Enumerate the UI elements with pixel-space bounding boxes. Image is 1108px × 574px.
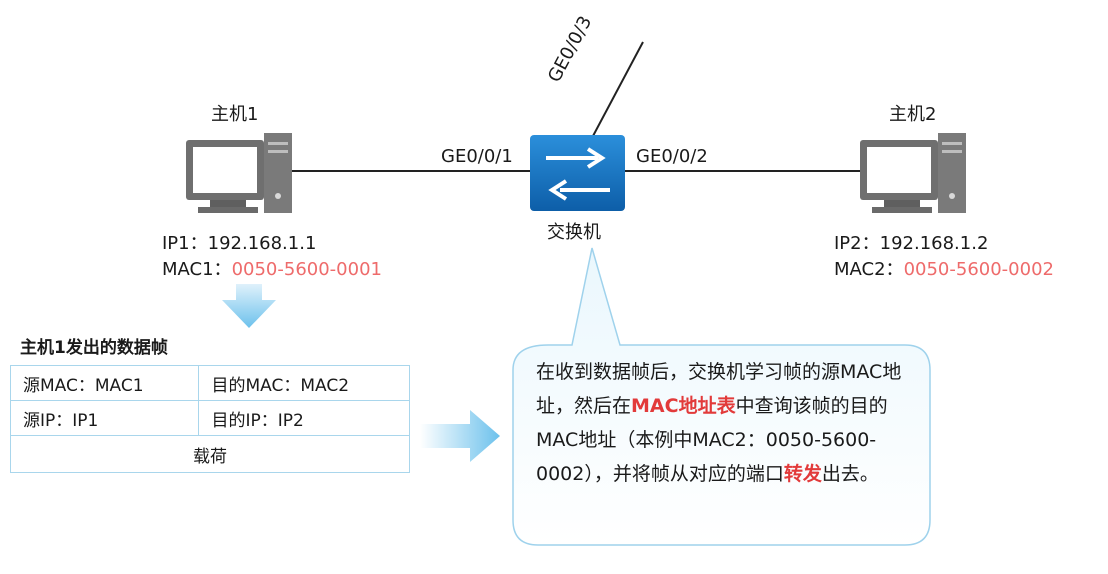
dst-mac-cell: 目的MAC：MAC2 (198, 365, 410, 401)
callout-text-2: 中查询该帧的目的MAC地址（本例中MAC2：0050-5600-0002），并将… (536, 395, 888, 485)
host1-name: 主机1 (211, 104, 259, 125)
host2-ip-label: IP2： (834, 233, 880, 254)
host2-name: 主机2 (889, 104, 937, 125)
callout-bubble (512, 247, 931, 546)
table-row: 载荷 (10, 435, 410, 473)
host2-mac: MAC2：0050-5600-0002 (834, 255, 1054, 281)
down-arrow-icon (222, 284, 276, 328)
table-row: 源IP：IP1 目的IP：IP2 (9, 400, 410, 436)
host1-mac-label: MAC1： (162, 259, 232, 280)
port-ge001-label: GE0/0/1 (441, 146, 513, 167)
callout-text-1: 在收到数据帧后，交换机学习帧的源MAC地址，然后在 (536, 361, 902, 417)
callout-highlight-mac-table: MAC地址表 (631, 395, 736, 417)
host1-computer-icon (186, 133, 292, 213)
frame-title: 主机1发出的数据帧 (20, 338, 168, 358)
dst-ip-cell: 目的IP：IP2 (198, 400, 410, 436)
switch-name: 交换机 (547, 222, 601, 243)
right-arrow-icon (420, 410, 500, 462)
port-ge002-label: GE0/0/2 (636, 146, 708, 167)
src-ip-cell: 源IP：IP1 (9, 400, 200, 436)
src-mac-cell: 源MAC：MAC1 (9, 365, 200, 401)
callout-highlight-forward: 转发 (783, 463, 822, 485)
data-frame-table: 源MAC：MAC1 目的MAC：MAC2 源IP：IP1 目的IP：IP2 载荷 (9, 365, 410, 473)
host2-ip-value: 192.168.1.2 (879, 233, 989, 254)
host1-ip: IP1：192.168.1.1 (162, 229, 316, 255)
host2-computer-icon (860, 133, 966, 213)
table-row: 源MAC：MAC1 目的MAC：MAC2 (9, 365, 410, 401)
callout-text-3: 出去。 (821, 463, 879, 485)
host1-mac-value: 0050-5600-0001 (231, 259, 382, 280)
host2-mac-value: 0050-5600-0002 (903, 259, 1054, 280)
callout-text: 在收到数据帧后，交换机学习帧的源MAC地址，然后在MAC地址表中查询该帧的目的M… (536, 355, 926, 491)
link-switch-ge003 (592, 41, 644, 137)
host1-ip-value: 192.168.1.1 (207, 233, 317, 254)
host1-mac: MAC1：0050-5600-0001 (162, 255, 382, 281)
payload-cell: 载荷 (10, 435, 410, 473)
switch-icon (530, 135, 625, 211)
host2-mac-label: MAC2： (834, 259, 904, 280)
host1-ip-label: IP1： (162, 233, 208, 254)
host2-ip: IP2：192.168.1.2 (834, 229, 988, 255)
